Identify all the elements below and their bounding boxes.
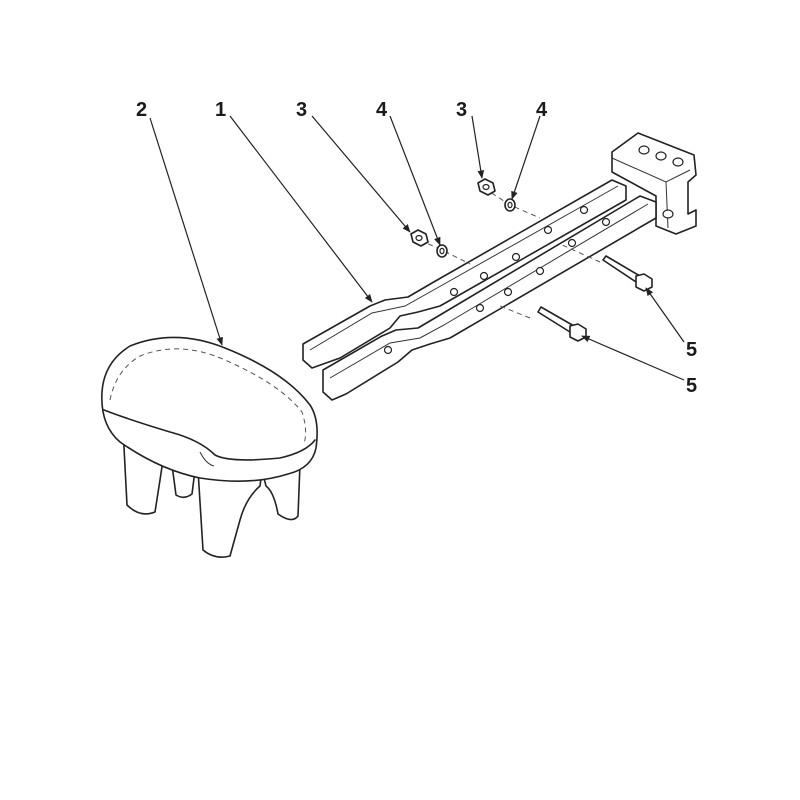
lower-rail-top-face [329, 203, 649, 379]
rail-holes [383, 205, 611, 355]
rail-hole [449, 287, 459, 297]
leader-5b [581, 335, 685, 381]
rail-hole [503, 287, 513, 297]
leader-1 [229, 115, 373, 303]
end-plate-hole-3 [672, 157, 684, 167]
rail-hole [601, 217, 611, 227]
leader-3a [311, 115, 411, 233]
leader-2 [149, 117, 223, 346]
seat-seam-top [109, 348, 307, 445]
hex-bolt-lower [537, 306, 587, 342]
callout-4: 4 [536, 99, 548, 121]
callout-2: 2 [136, 99, 147, 121]
upper-rail-top-face [309, 185, 619, 351]
hex-nut-right [477, 178, 496, 196]
seat-leg-front-left [197, 469, 263, 558]
rail-hole [475, 303, 485, 313]
bolt-axis-upper [559, 243, 601, 263]
bolt-axis-lower [499, 305, 531, 319]
rail-hole [535, 266, 545, 276]
leader-4b [511, 115, 541, 200]
end-plate-hole-2 [655, 151, 667, 161]
callout-3: 3 [296, 99, 307, 121]
seat-pad [101, 336, 318, 558]
rail-hole [479, 271, 489, 281]
leader-4a [389, 115, 441, 246]
lock-washer-left [436, 244, 448, 258]
hex-nut-left [410, 229, 429, 247]
callout-3: 3 [456, 99, 467, 121]
leader-5a [645, 287, 685, 343]
callout-4: 4 [376, 99, 388, 121]
hex-bolt-upper [602, 255, 653, 292]
rail-hole [579, 205, 589, 215]
callout-1: 1 [215, 99, 226, 121]
callout-5: 5 [686, 375, 697, 397]
rail-hole [383, 345, 393, 355]
leader-3b [471, 115, 485, 179]
lock-washer-right [504, 198, 516, 212]
bracket-end-plate-bend [665, 181, 669, 229]
rail-hole [567, 238, 577, 248]
rail-hole [511, 252, 521, 262]
mount-bracket [302, 132, 697, 401]
rail-hole [543, 225, 553, 235]
seat-cushion [101, 336, 318, 482]
end-plate-hole-lower [662, 209, 674, 219]
seat-front-bevel [199, 451, 215, 467]
seat-front-edge [103, 409, 316, 461]
end-plate-hole-1 [638, 145, 650, 155]
callout-5: 5 [686, 339, 697, 361]
